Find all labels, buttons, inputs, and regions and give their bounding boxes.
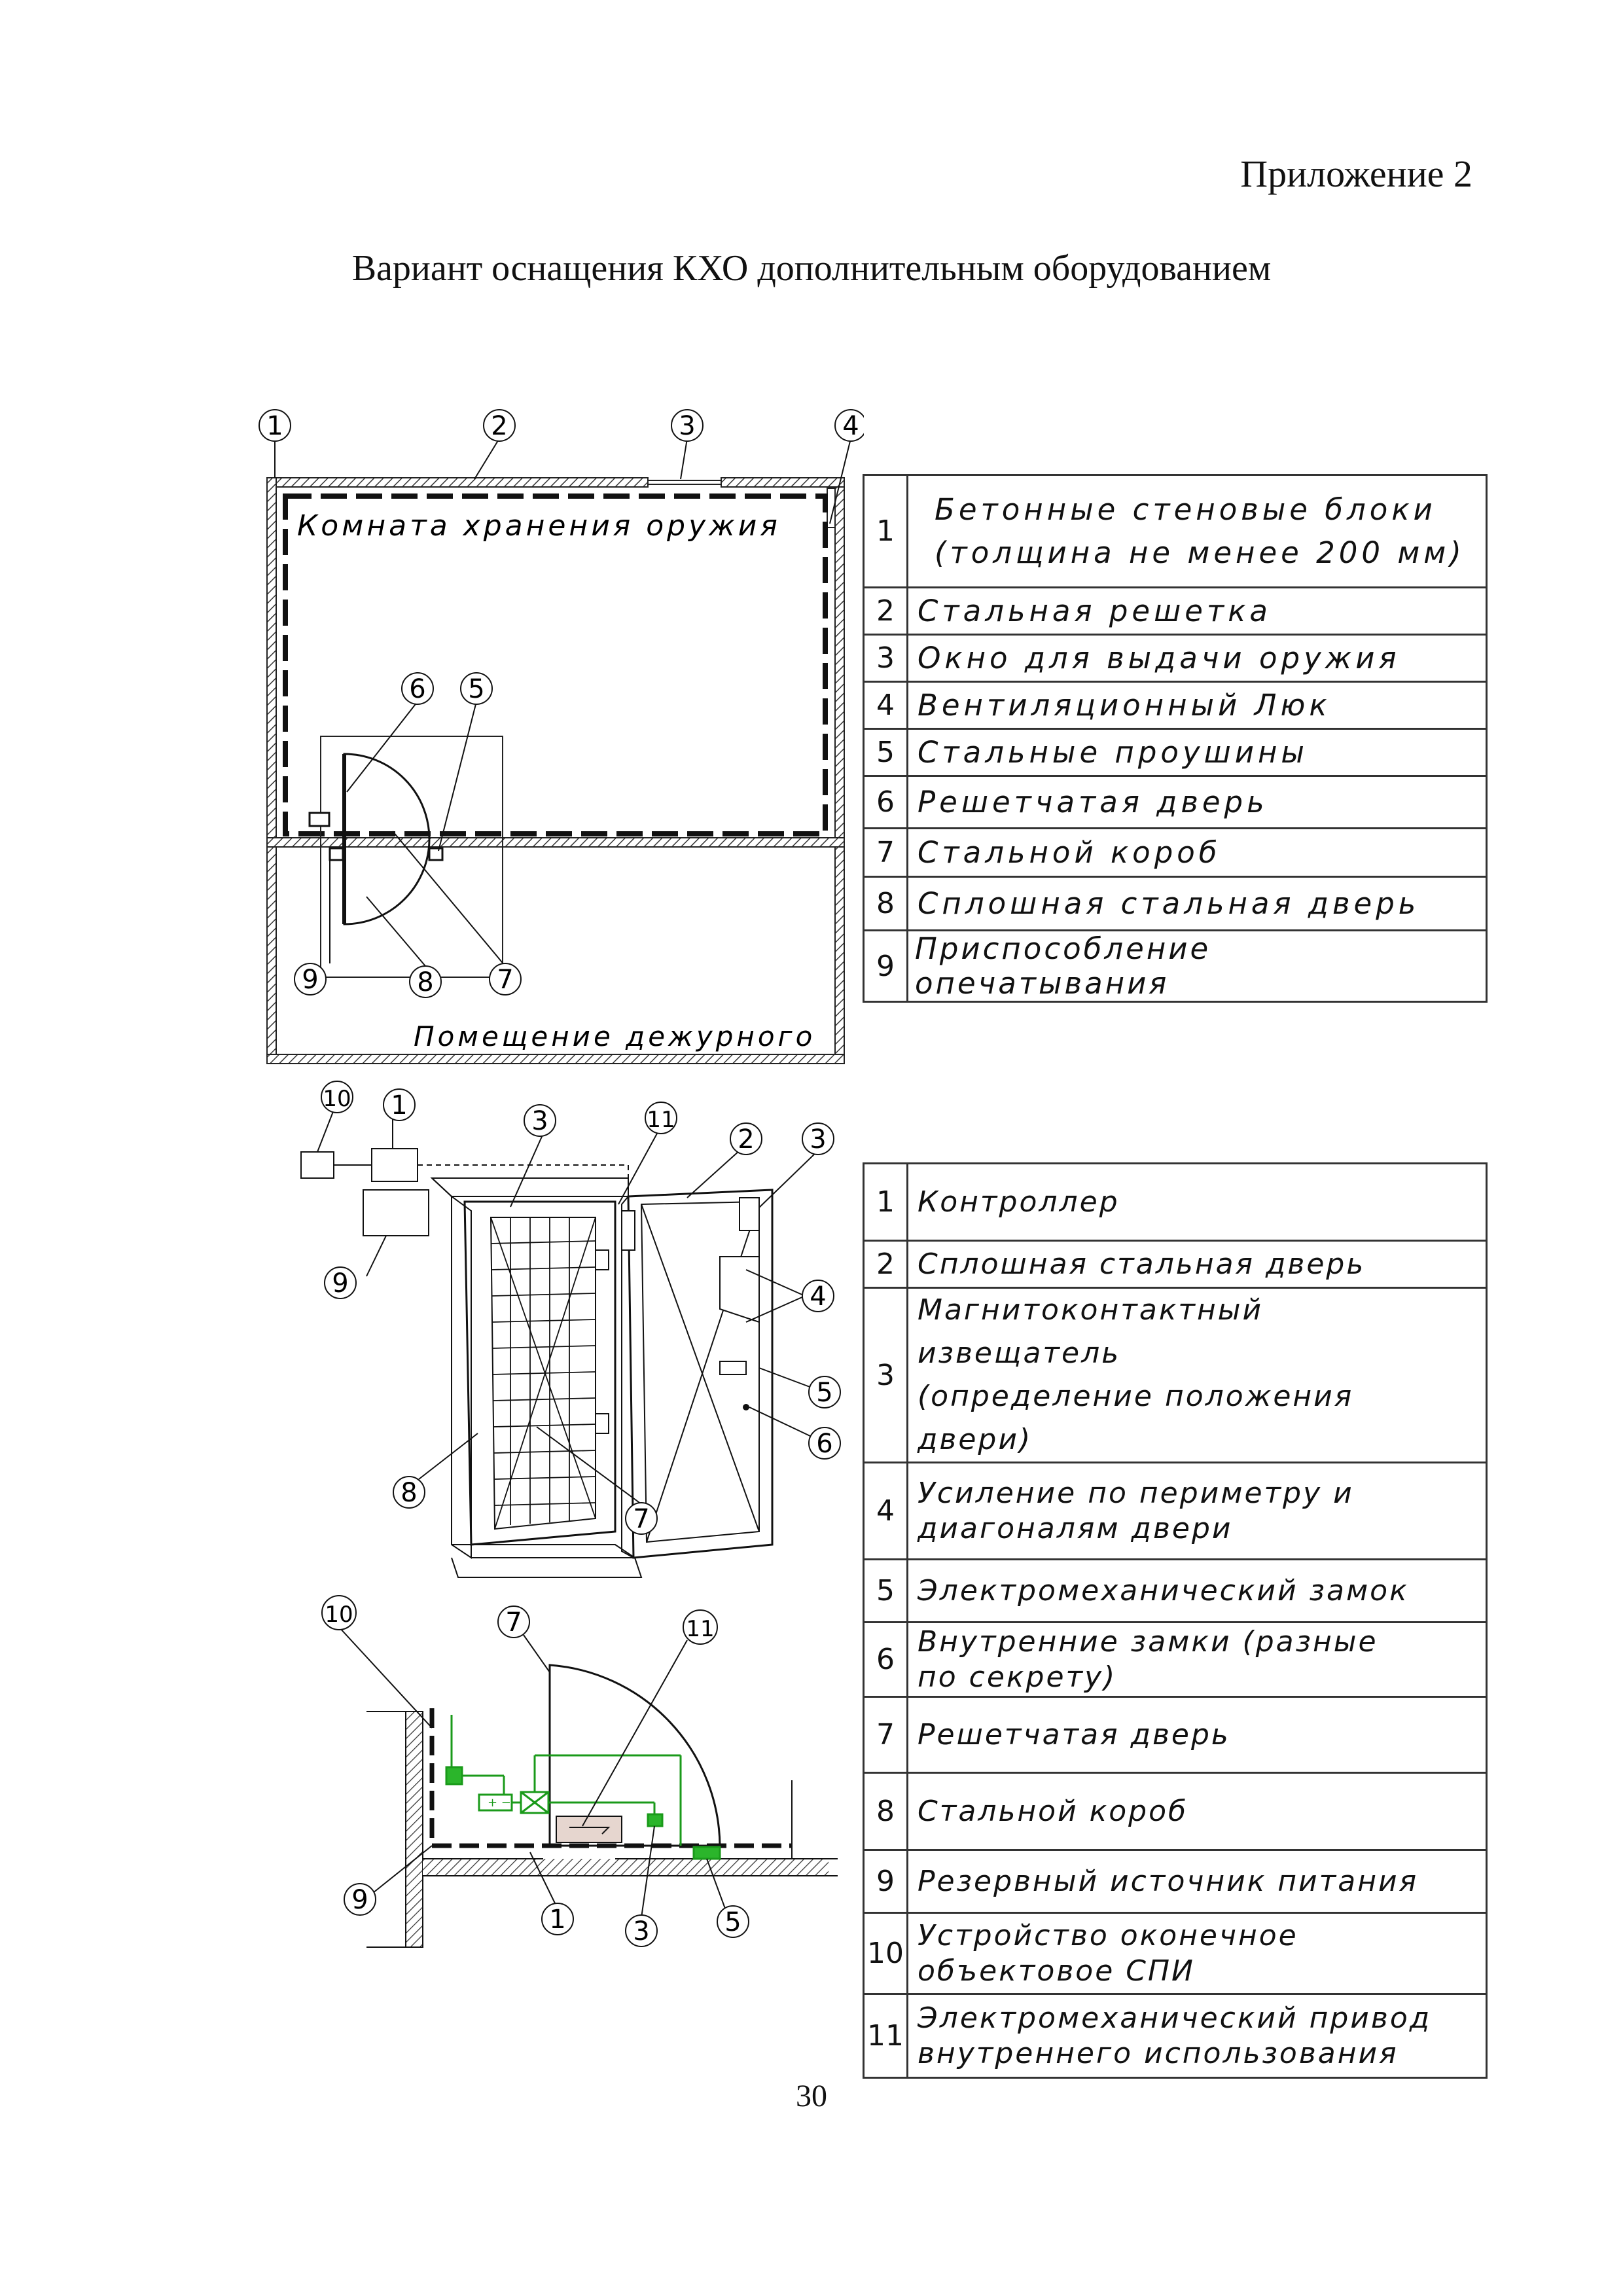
svg-text:9: 9 [332,1268,348,1299]
svg-text:9: 9 [302,965,318,995]
svg-text:3: 3 [633,1916,649,1946]
room-plan-figure: Комната хранения оружия 1 2 3 4 5 6 7 8 … [259,409,864,1064]
spi-device-box [300,1151,334,1179]
door-isometric-figure: 10 1 3 11 2 3 4 5 6 8 9 7 [300,1081,841,1578]
magnetic-contact [739,1197,760,1231]
door-section-figure: + − 10 7 11 9 1 3 5 [321,1595,838,1948]
plan-callouts: 1 2 3 4 5 6 7 8 9 [259,409,864,998]
door-callouts: 10 1 3 11 2 3 4 5 6 8 9 7 [321,1081,841,1535]
svg-text:11: 11 [686,1616,714,1642]
svg-text:6: 6 [409,674,425,704]
svg-text:10: 10 [325,1602,353,1628]
svg-text:8: 8 [401,1478,417,1508]
svg-text:+ −: + − [488,1796,511,1810]
battery-box [363,1189,429,1236]
duty-room-label: Помещение дежурного [414,1020,815,1052]
svg-text:2: 2 [491,411,507,441]
room-legend-table: 1 Бетонные стеновые блоки(толщина не мен… [863,474,1488,1003]
svg-text:7: 7 [497,965,513,995]
svg-text:5: 5 [816,1378,832,1408]
svg-text:10: 10 [323,1086,351,1112]
svg-text:9: 9 [351,1885,368,1915]
wiring [445,1715,721,1860]
svg-text:7: 7 [633,1504,649,1534]
seal-device [308,812,330,827]
svg-text:1: 1 [266,411,283,441]
svg-text:3: 3 [679,411,695,441]
svg-text:7: 7 [505,1607,522,1638]
steel-box [320,736,503,978]
controller-box [371,1148,418,1182]
room-label: Комната хранения оружия [297,509,781,543]
svg-text:4: 4 [810,1282,826,1312]
svg-text:11: 11 [647,1107,675,1133]
svg-text:1: 1 [391,1090,407,1121]
page-number: 30 [796,2079,827,2113]
page-title: Вариант оснащения КХО дополнительным обо… [351,248,1272,289]
svg-text:1: 1 [549,1905,565,1935]
svg-text:5: 5 [724,1907,741,1937]
door-swing [343,753,431,925]
svg-text:3: 3 [810,1124,826,1155]
svg-text:5: 5 [468,674,484,704]
grille-door-swing [548,1664,721,1847]
table-row: 1 Бетонные стеновые блоки(толщина не мен… [863,474,1488,588]
section-callouts: 10 7 11 9 1 3 5 [321,1595,749,1947]
svg-text:2: 2 [738,1124,754,1155]
electromech-lock [719,1361,747,1375]
svg-text:4: 4 [842,411,859,441]
svg-text:6: 6 [816,1429,832,1459]
steel-grille [283,493,828,836]
svg-text:8: 8 [417,967,433,997]
appendix-label: Приложение 2 [1240,152,1472,195]
concrete-walls [266,477,845,1064]
svg-text:3: 3 [531,1106,548,1136]
